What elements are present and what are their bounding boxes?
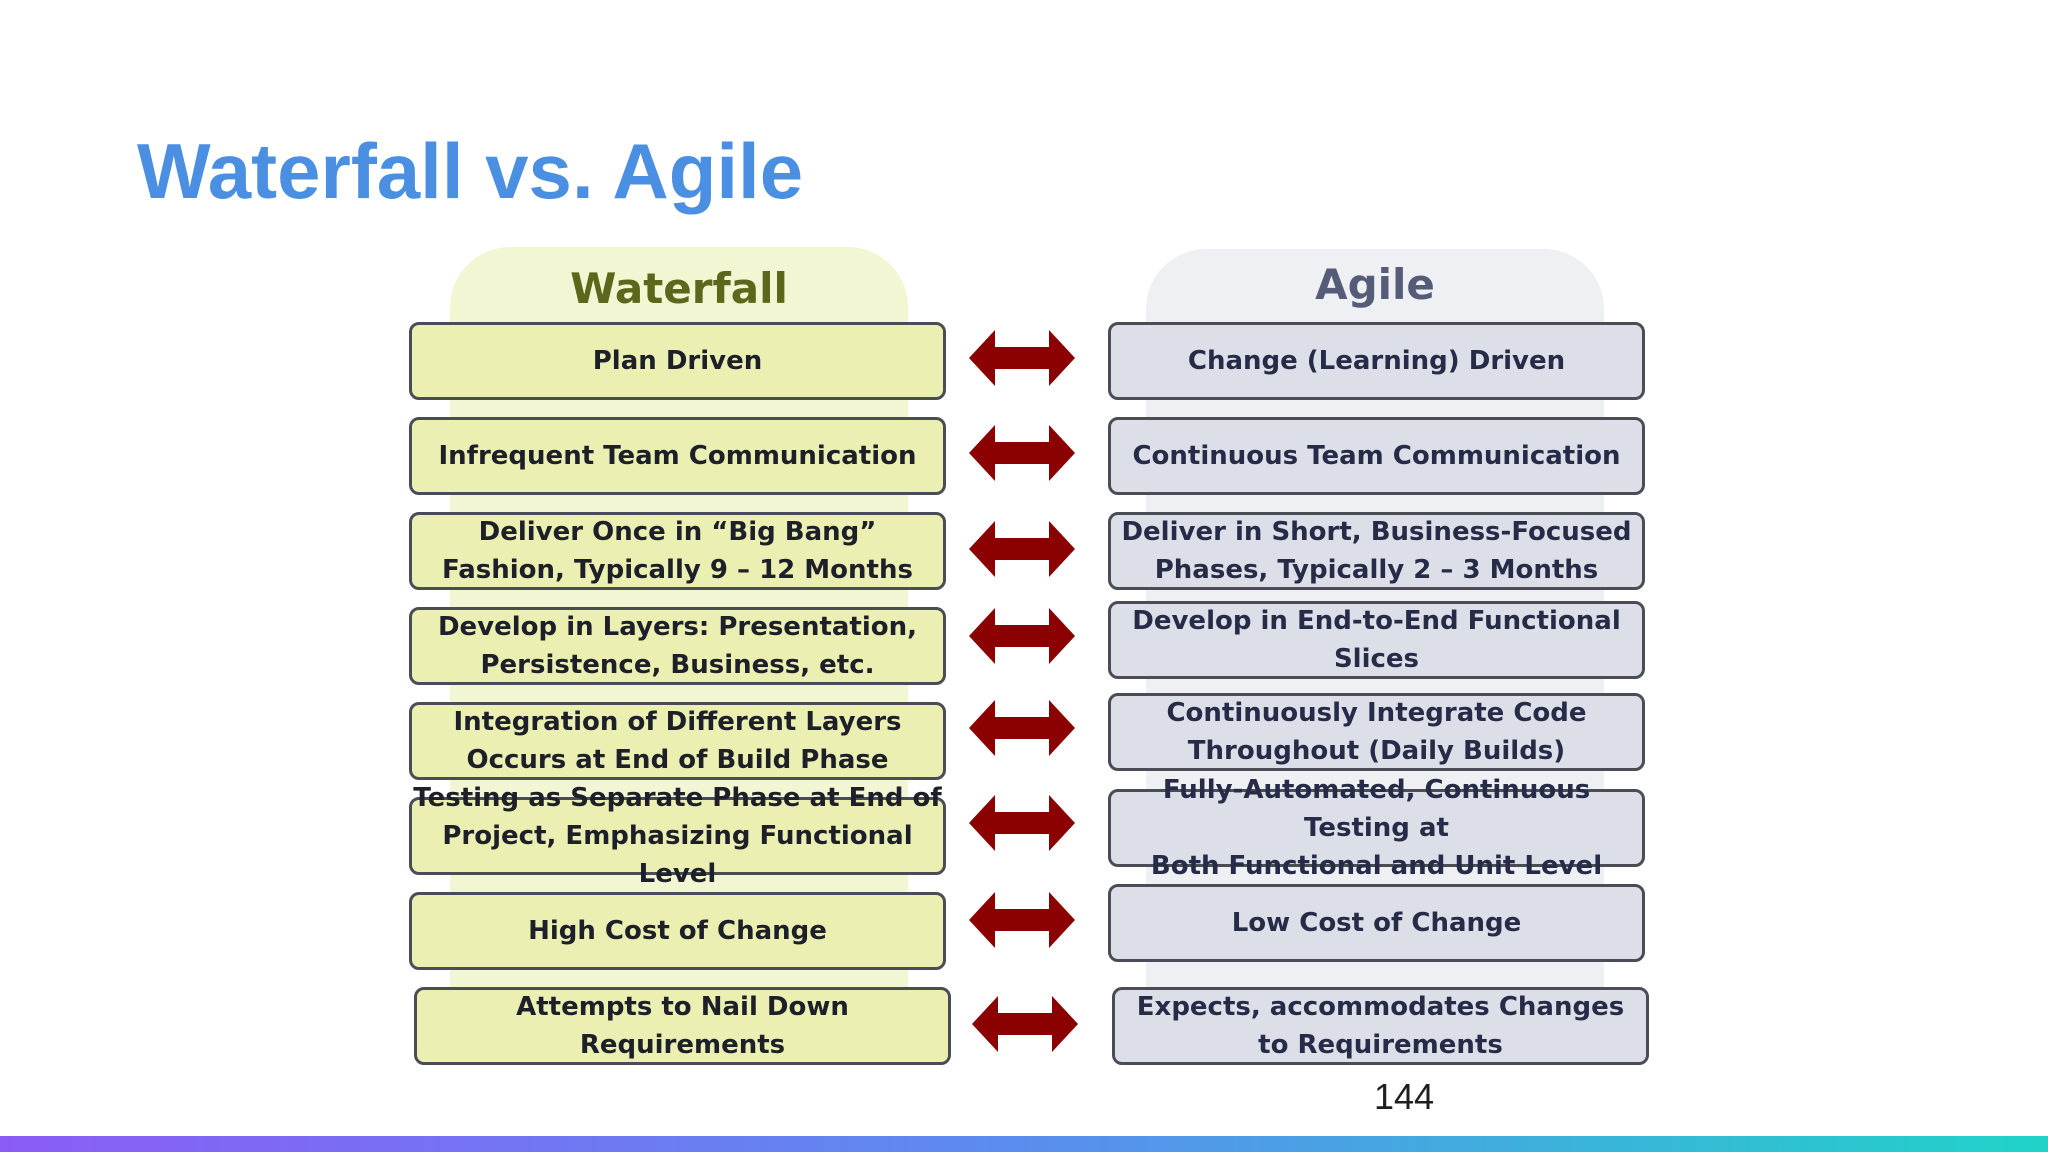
agile-item-functional-slices: Develop in End-to-End Functional Slices [1108, 601, 1645, 679]
waterfall-item-develop-in-layers: Develop in Layers: Presentation, Persist… [409, 607, 946, 685]
agile-item-continuous-communication: Continuous Team Communication [1108, 417, 1645, 495]
double-headed-arrow-icon [969, 608, 1075, 664]
double-headed-arrow-icon [969, 521, 1075, 577]
waterfall-item-big-bang-delivery: Deliver Once in “Big Bang” Fashion, Typi… [409, 512, 946, 590]
double-headed-arrow-icon [969, 795, 1075, 851]
waterfall-item-infrequent-communication: Infrequent Team Communication [409, 417, 946, 495]
waterfall-item-late-integration: Integration of Different Layers Occurs a… [409, 702, 946, 780]
waterfall-item-high-cost-of-change: High Cost of Change [409, 892, 946, 970]
agile-column-header: Agile [1315, 260, 1435, 309]
waterfall-item-plan-driven: Plan Driven [409, 322, 946, 400]
agile-item-low-cost-of-change: Low Cost of Change [1108, 884, 1645, 962]
agile-item-automated-testing: Fully-Automated, Continuous Testing at B… [1108, 775, 1645, 881]
double-headed-arrow-icon [969, 425, 1075, 481]
bottom-accent-bar [0, 1136, 2048, 1152]
slide-title: Waterfall vs. Agile [137, 127, 804, 215]
agile-item-accommodates-changes: Expects, accommodates Changes to Require… [1112, 987, 1649, 1065]
double-headed-arrow-icon [969, 330, 1075, 386]
agile-item-short-phases: Deliver in Short, Business-Focused Phase… [1108, 512, 1645, 590]
double-headed-arrow-icon [972, 996, 1078, 1052]
double-headed-arrow-icon [969, 700, 1075, 756]
double-headed-arrow-icon [969, 892, 1075, 948]
page-number: 144 [1373, 1076, 1435, 1117]
waterfall-item-separate-testing: Testing as Separate Phase at End of Proj… [409, 783, 946, 889]
waterfall-column-header: Waterfall [570, 264, 788, 313]
waterfall-item-fixed-requirements: Attempts to Nail Down Requirements [414, 987, 951, 1065]
agile-item-continuous-integration: Continuously Integrate Code Throughout (… [1108, 693, 1645, 771]
agile-item-change-driven: Change (Learning) Driven [1108, 322, 1645, 400]
